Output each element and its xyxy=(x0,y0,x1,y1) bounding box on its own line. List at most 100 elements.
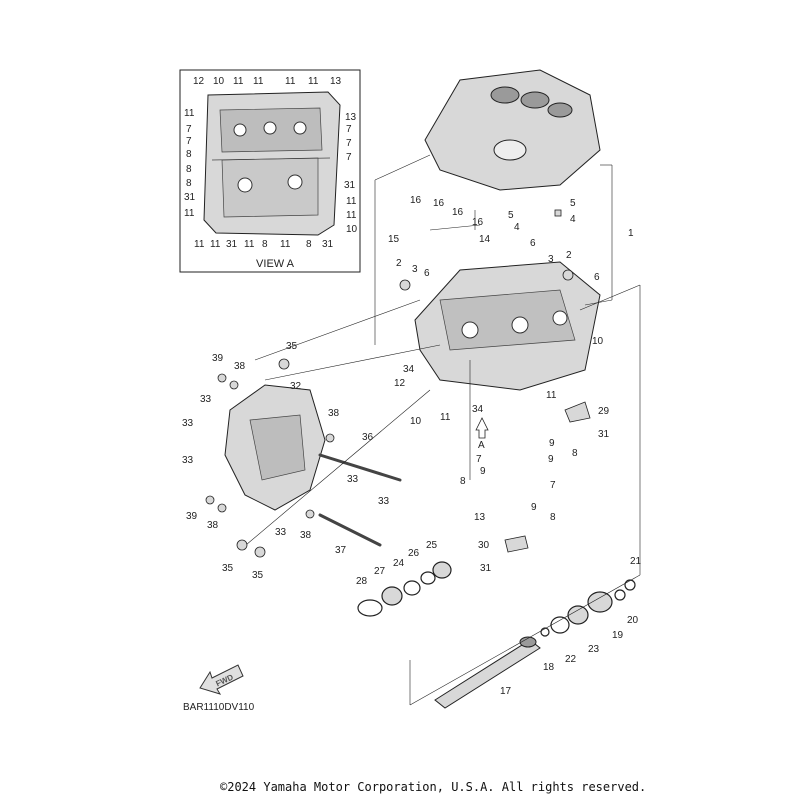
callout: 11 xyxy=(194,239,205,250)
callout: 15 xyxy=(388,234,400,245)
small-parts xyxy=(205,209,591,558)
callout: 7 xyxy=(550,480,556,491)
view-a-arrow-label: A xyxy=(478,440,485,451)
callout: 35 xyxy=(286,341,298,352)
callout: 8 xyxy=(550,512,556,523)
callout: 2 xyxy=(396,258,402,269)
view-a-callouts: 12 10 11 11 11 11 13 11 13 7 7 7 7 8 7 8… xyxy=(184,76,358,250)
callout: 7 xyxy=(186,124,192,135)
callout: 10 xyxy=(410,416,422,427)
callout: 16 xyxy=(452,207,464,218)
callout: 7 xyxy=(346,138,352,149)
callout: 16 xyxy=(472,217,484,228)
callout: 10 xyxy=(592,336,604,347)
callout: 4 xyxy=(514,222,520,233)
copyright-notice: ©2024 Yamaha Motor Corporation, U.S.A. A… xyxy=(220,780,647,794)
part-callouts: 1 2 2 3 3 4 4 5 5 6 6 6 7 7 8 8 8 9 9 9 … xyxy=(182,195,642,697)
callout: 39 xyxy=(212,353,224,364)
callout: 34 xyxy=(472,404,484,415)
callout: 8 xyxy=(186,178,192,189)
callout: 33 xyxy=(378,496,390,507)
callout: 3 xyxy=(548,254,554,265)
callout: 8 xyxy=(186,164,192,175)
callout: 17 xyxy=(500,686,512,697)
callout: 13 xyxy=(474,512,486,523)
callout: 13 xyxy=(345,112,357,123)
callout: 31 xyxy=(598,429,610,440)
callout: 31 xyxy=(322,239,334,250)
callout: 31 xyxy=(184,192,196,203)
callout: 7 xyxy=(186,136,192,147)
callout: 19 xyxy=(612,630,624,641)
callout: 31 xyxy=(344,180,356,191)
callout: 11 xyxy=(210,239,221,250)
view-a-title: VIEW A xyxy=(256,258,294,270)
callout: 7 xyxy=(346,152,352,163)
view-a-crankcase-face xyxy=(203,91,341,236)
callout: 11 xyxy=(184,208,195,219)
callout: 27 xyxy=(374,566,386,577)
leader-lines xyxy=(239,154,641,706)
bearings-and-seals xyxy=(357,561,636,637)
callout: 8 xyxy=(306,239,312,250)
callout: 22 xyxy=(565,654,577,665)
callout: 11 xyxy=(440,412,451,423)
callout: 36 xyxy=(362,432,374,443)
callout: 11 xyxy=(546,390,557,401)
callout: 6 xyxy=(530,238,536,249)
callout: 11 xyxy=(244,239,255,250)
callout: 11 xyxy=(346,210,357,221)
callout: 33 xyxy=(275,527,287,538)
crankcase-cover xyxy=(224,384,326,511)
callout: 11 xyxy=(253,76,264,87)
callout: 38 xyxy=(328,408,340,419)
callout: 8 xyxy=(262,239,268,250)
callout: 32 xyxy=(290,381,302,392)
callout: 9 xyxy=(480,466,486,477)
callout: 11 xyxy=(308,76,319,87)
callout: 1 xyxy=(628,228,634,239)
callout: 10 xyxy=(213,76,225,87)
callout: 39 xyxy=(186,511,198,522)
callout: 25 xyxy=(426,540,438,551)
callout: 9 xyxy=(531,502,537,513)
callout: 7 xyxy=(476,454,482,465)
callout: 33 xyxy=(200,394,212,405)
callout: 9 xyxy=(549,438,555,449)
callout: 5 xyxy=(570,198,576,209)
callout: 10 xyxy=(346,224,358,235)
callout: 3 xyxy=(412,264,418,275)
callout: 14 xyxy=(479,234,491,245)
callout: 21 xyxy=(630,556,642,567)
fwd-arrow: FWD xyxy=(199,664,244,695)
callout: 35 xyxy=(222,563,234,574)
callout: 29 xyxy=(598,406,610,417)
callout: 38 xyxy=(300,530,312,541)
callout: 16 xyxy=(433,198,445,209)
callout: 26 xyxy=(408,548,420,559)
callout: 18 xyxy=(543,662,555,673)
long-bolts xyxy=(318,453,402,547)
callout: 7 xyxy=(346,124,352,135)
callout: 5 xyxy=(508,210,514,221)
callout: 34 xyxy=(403,364,415,375)
callout: 35 xyxy=(252,570,264,581)
callout: 28 xyxy=(356,576,368,587)
upper-crankcase xyxy=(424,69,601,191)
callout: 24 xyxy=(393,558,405,569)
callout: 9 xyxy=(548,454,554,465)
callout: 37 xyxy=(335,545,347,556)
callout: 33 xyxy=(347,474,359,485)
lower-crankcase xyxy=(414,261,601,391)
callout: 6 xyxy=(594,272,600,283)
callout: 33 xyxy=(182,418,194,429)
callout: 11 xyxy=(233,76,244,87)
callout: 8 xyxy=(572,448,578,459)
callout: 11 xyxy=(280,239,291,250)
callout: 30 xyxy=(478,540,490,551)
callout: 13 xyxy=(330,76,342,87)
view-a-arrow: A xyxy=(475,417,489,451)
callout: 38 xyxy=(234,361,246,372)
callout: 8 xyxy=(186,149,192,160)
